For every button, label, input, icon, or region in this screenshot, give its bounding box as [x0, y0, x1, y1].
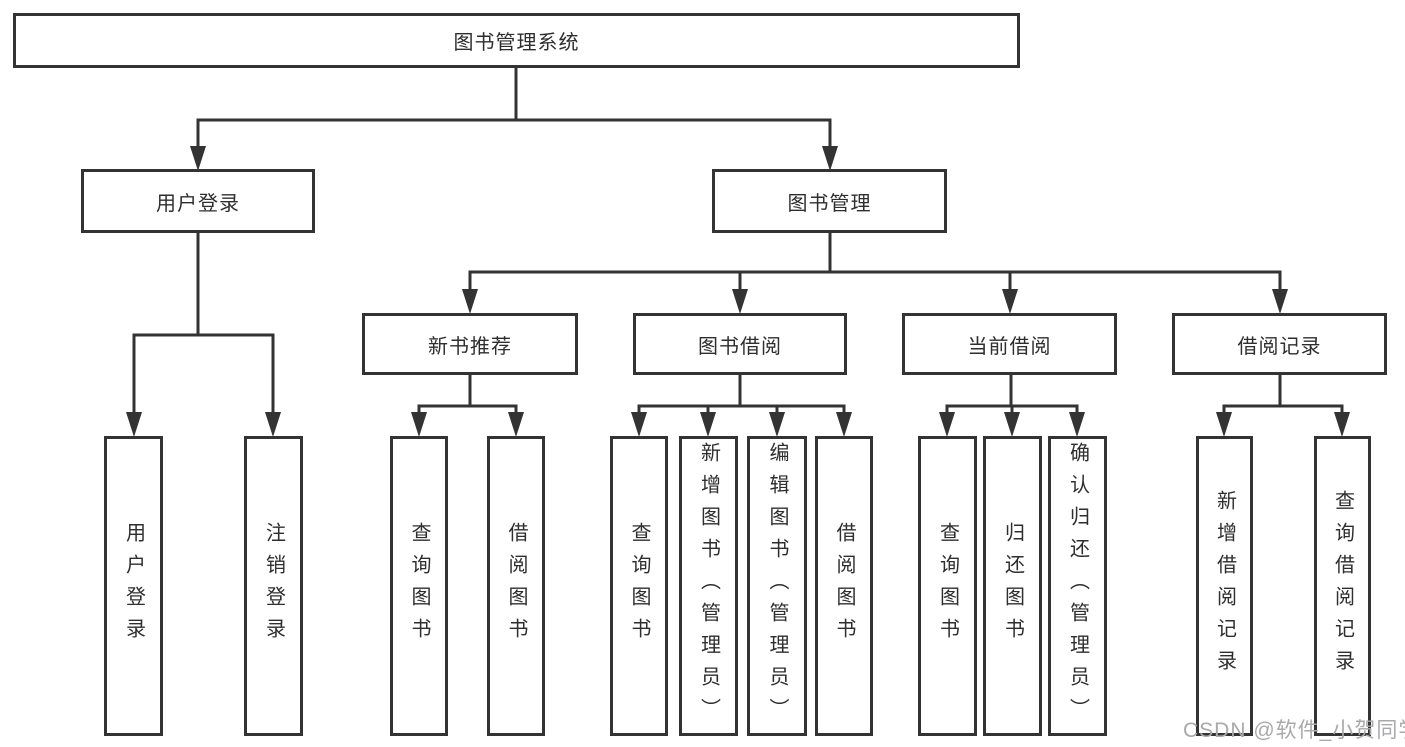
node-label: 借阅记录 [1237, 335, 1322, 358]
node-user-login: 用户登录 [81, 169, 315, 233]
arrowheads [126, 146, 1350, 437]
node-label: 借阅图书 [833, 522, 855, 650]
node-label: 图书管理 [787, 192, 872, 215]
node-label: 新增图书（管理员） [697, 442, 720, 730]
leaf-logout: 注销登录 [244, 436, 303, 736]
node-label: 用户登录 [122, 522, 145, 650]
node-book-borrow: 图书借阅 [633, 313, 847, 375]
node-book-management: 图书管理 [712, 169, 947, 233]
connector-root-to-level2 [196, 66, 832, 148]
node-label: 查询图书 [408, 522, 430, 650]
node-new-book-recommend: 新书推荐 [362, 313, 578, 375]
connector-borrow-record-group [1222, 373, 1344, 414]
node-label: 用户登录 [156, 192, 240, 215]
leaf-query-borrow-record: 查询借阅记录 [1314, 436, 1371, 736]
leaf-query-book-2: 查询图书 [610, 436, 668, 736]
leaf-query-book-1: 查询图书 [390, 436, 448, 736]
leaf-return-book: 归还图书 [983, 436, 1042, 736]
connector-new-book-group [417, 373, 518, 414]
node-label: 图书借阅 [698, 335, 782, 358]
node-label: 查询图书 [628, 522, 650, 650]
leaf-edit-book-admin: 编辑图书（管理员） [747, 436, 807, 736]
connector-current-borrow-group [945, 373, 1079, 414]
csdn-watermark: CSDN @软件_小贺同学 [1183, 719, 1405, 742]
node-label: 借阅图书 [505, 522, 527, 650]
leaf-add-book-admin: 新增图书（管理员） [679, 436, 738, 736]
leaf-user-login: 用户登录 [104, 436, 163, 736]
node-current-borrow: 当前借阅 [902, 313, 1117, 375]
node-label: 查询图书 [936, 522, 959, 650]
node-label: 查询借阅记录 [1331, 490, 1354, 682]
leaf-query-book-3: 查询图书 [918, 436, 977, 736]
node-label: 图书管理系统 [453, 32, 580, 54]
connector-book-borrow-group [637, 373, 846, 414]
leaf-confirm-return-admin: 确认归还（管理员） [1048, 436, 1107, 736]
node-label: 归还图书 [1001, 522, 1024, 650]
node-borrow-records: 借阅记录 [1172, 313, 1387, 375]
leaf-add-borrow-record: 新增借阅记录 [1196, 436, 1253, 736]
leaf-borrow-book-2: 借阅图书 [815, 436, 873, 736]
node-label: 确认归还（管理员） [1066, 442, 1089, 730]
node-label: 新书推荐 [428, 335, 512, 358]
connector-book-mgmt-to-level3 [468, 231, 1282, 291]
node-label: 当前借阅 [967, 335, 1052, 358]
node-label: 编辑图书（管理员） [766, 442, 788, 730]
node-label: 新增借阅记录 [1213, 490, 1236, 682]
leaf-borrow-book-1: 借阅图书 [487, 436, 545, 736]
node-label: 注销登录 [262, 522, 285, 650]
node-root-system: 图书管理系统 [13, 13, 1020, 68]
connector-user-login-group [132, 231, 275, 414]
